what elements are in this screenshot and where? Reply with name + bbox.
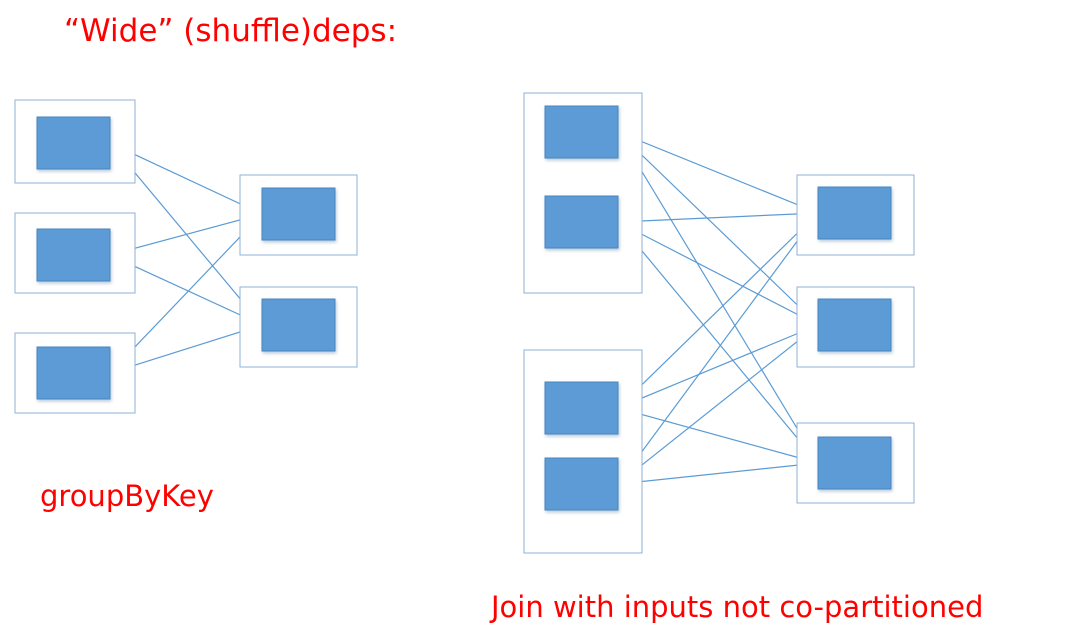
caption-join: Join with inputs not co-partitioned [491,590,984,624]
join-edge-a-x [617,131,819,215]
join-in-block-c [544,381,619,435]
join-out-block-z [817,436,892,490]
join-edge-a-z [617,131,819,464]
groupByKey-in-block-c [36,346,111,400]
join-in-block-d [544,457,619,511]
join-in-block-b [544,195,619,249]
join-edge-b-y [617,221,819,326]
join-edge-c-x [617,212,819,409]
join-edge-c-y [617,324,819,409]
join-edge-b-x [617,209,819,223]
join-in-partition-2 [523,349,643,554]
edges-layer [109,131,819,485]
join-edge-d-y [617,324,819,485]
nodes-layer [14,92,915,554]
join-edge-d-x [617,212,819,485]
join-out-block-x [817,186,892,240]
groupByKey-out-block-x [261,187,336,241]
join-edge-d-z [617,459,819,485]
groupByKey-in-block-b [36,228,111,282]
join-edge-a-y [617,131,819,326]
join-edge-b-z [617,221,819,464]
caption-groupbykey: groupByKey [40,479,214,513]
groupByKey-in-block-a [36,116,111,170]
join-in-block-a [544,105,619,159]
groupByKey-out-block-y [261,298,336,352]
join-out-block-y [817,298,892,352]
join-edge-c-z [617,407,819,466]
page-title: “Wide” (shuffle)deps: [64,13,398,49]
